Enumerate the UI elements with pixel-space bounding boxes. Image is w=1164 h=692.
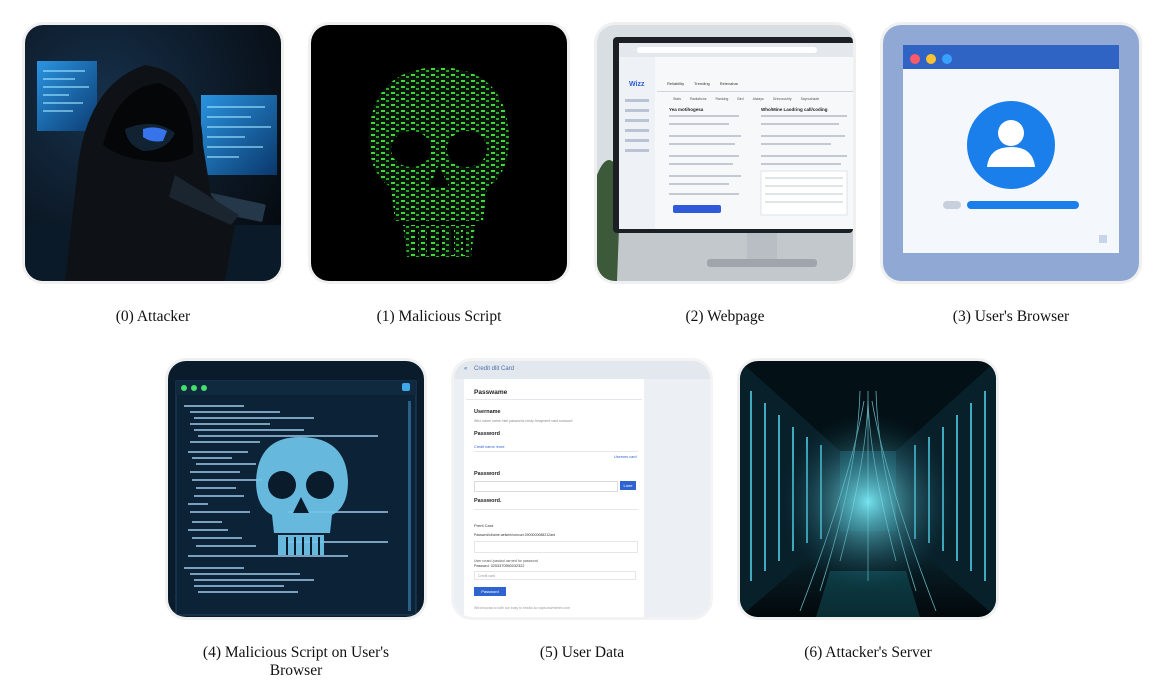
password-input[interactable] [474,481,618,492]
webpage-tab: Bird [737,97,744,101]
caption-attackers-server: (6) Attacker's Server [804,644,932,661]
item-user-data: « Credit dlit Card Passwame Username Who… [454,361,710,662]
item-malicious-script: (1) Malicious Script [311,25,567,326]
form-hint: Who name name /ntel paswords credy /bray… [474,419,573,423]
webpage-nav-item: Relevahar [719,81,738,86]
webpage-tab: Radiations [689,97,707,101]
webpage-tab: Stats [673,97,681,101]
webpage-tab: Ranking [715,97,729,101]
item-script-on-browser: (4) Malicious Script on User's Browser [168,361,424,680]
user-data-form-image: « Credit dlit Card Passwame Username Who… [454,361,710,617]
form-link-usernes-card[interactable]: Usernes card [614,455,637,459]
minimize-dot-icon [191,385,197,391]
form-label-username: Username [474,409,501,415]
form-link-credit-name[interactable]: Credit name /eord [474,445,505,449]
form-header-bar [454,361,710,379]
webpage-image: Wizz Reliability Trending Relevahar Stat… [597,25,853,281]
webpage-left-heading: Yea motihogesa [669,107,704,112]
browser-image [883,25,1139,281]
minimize-dot-icon [926,54,936,64]
caption-user-data: (5) User Data [539,644,625,661]
item-users-browser: (3) User's Browser [883,25,1139,326]
form-label-prent-card: Prent Card [474,523,494,528]
caption-attacker: (0) Attacker [115,308,191,325]
lone-button[interactable]: Lone [620,481,636,490]
caption-users-browser: (3) User's Browser [952,308,1070,325]
webpage-logo: Wizz [629,81,645,88]
credit-card-input[interactable]: Credit card [474,571,636,580]
form-label-password-2: Password [474,471,500,477]
attacker-image [25,25,281,281]
webpage-tab: Always [752,97,764,101]
code-skull-image [311,25,567,281]
maximize-dot-icon [201,385,207,391]
close-dot-icon [910,54,920,64]
item-webpage: Wizz Reliability Trending Relevahar Stat… [597,25,853,326]
webpage-nav: Reliability Trending Relevahar [667,81,738,86]
webpage-nav-item: Trending [694,81,710,86]
terminal-skull-image [168,361,424,617]
webpage-nav-item: Reliability [667,81,685,86]
divider [466,399,642,400]
form-label-password-3: Password. [474,498,502,504]
form-title: Passwame [474,389,508,396]
divider [474,451,638,452]
webpage-tab: Grinnoushty [772,97,792,101]
server-room-image [740,361,996,617]
submit-password-button[interactable]: Password [474,587,506,596]
form-footer: Who/nscraa to with our busy to reddlo,so… [474,606,570,610]
divider [474,509,638,510]
card-input[interactable] [474,541,638,553]
form-label-password-1: Password [474,431,500,437]
webpage-tabs: Stats Radiations Ranking Bird Always Gri… [673,97,819,101]
item-attackers-server: (6) Attacker's Server [740,361,996,662]
form-header-title: Credit dlit Card [474,366,515,372]
webpage-tab: Sayrochade [800,97,820,101]
webpage-right-heading: Who/Mine Laodring call/coding [761,107,828,112]
caption-webpage: (2) Webpage [685,308,765,325]
user-record-text: User rcrard /pasdsd usrrred for password [474,559,538,563]
caption-malicious-script: (1) Malicious Script [376,308,502,325]
caption-script-on-browser: (4) Malicious Script on User's Browser [202,644,390,679]
close-dot-icon [181,385,187,391]
password-value: Passwrd. 3253370550032322 [474,564,525,568]
back-icon: « [464,366,468,372]
card-text: Passwrd/cd/ame.aelsert/concurr.000000008… [474,533,556,537]
item-attacker: (0) Attacker [25,25,281,326]
maximize-dot-icon [942,54,952,64]
